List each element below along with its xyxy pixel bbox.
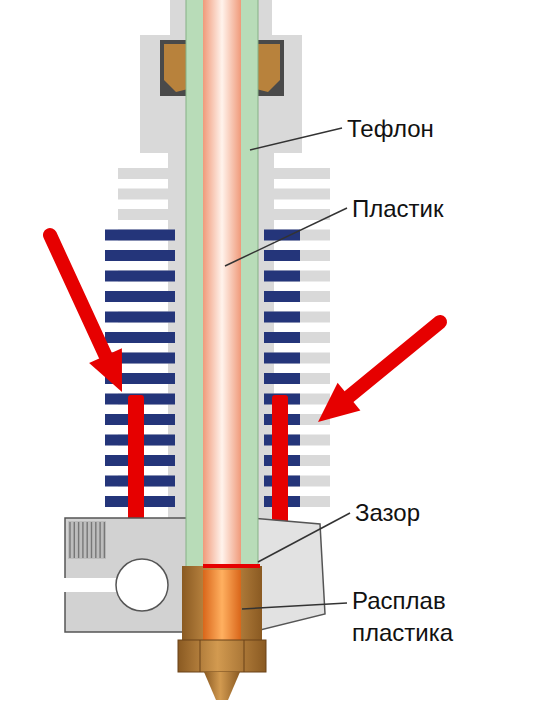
heatsink-fins-part bbox=[264, 332, 300, 343]
heatsink-fins-part bbox=[105, 250, 175, 261]
nozzle-part bbox=[178, 640, 266, 672]
heatsink-fins-part bbox=[105, 312, 175, 323]
screw-thread-part bbox=[78, 522, 79, 558]
heatsink-fins-part bbox=[264, 373, 300, 384]
screw-thread-part bbox=[104, 522, 105, 558]
leader-lines-part bbox=[250, 128, 342, 150]
part-label: Расплав пластика bbox=[352, 585, 502, 650]
screw-thread-part bbox=[99, 522, 100, 558]
red-arrows-part bbox=[89, 348, 122, 392]
screw-thread-part bbox=[82, 522, 83, 558]
nozzle-part bbox=[200, 640, 201, 672]
heatsink-fins-part bbox=[264, 353, 300, 364]
nozzle-part bbox=[204, 672, 240, 700]
teflon-tube-part bbox=[186, 0, 258, 568]
heatsink-fins-part bbox=[105, 230, 175, 241]
heatsink-fins-part bbox=[105, 271, 175, 282]
part-label: Пластик bbox=[352, 193, 532, 225]
screw-thread-part bbox=[86, 522, 87, 558]
screw-thread-part bbox=[74, 522, 75, 558]
nozzle-part bbox=[244, 640, 245, 672]
leader-lines-part bbox=[242, 603, 347, 609]
red-arrows-part bbox=[50, 235, 106, 356]
red-arrows-part bbox=[349, 322, 440, 397]
part-label: Тефлон bbox=[347, 113, 527, 145]
heatsink-fins-part bbox=[105, 332, 175, 343]
nozzle-part bbox=[203, 570, 241, 640]
leader-lines-part bbox=[225, 208, 347, 266]
nozzle-part bbox=[182, 566, 262, 642]
heatsink-fins-part bbox=[264, 250, 300, 261]
heatsink-fins-part bbox=[264, 312, 300, 323]
heatsink-fins-part bbox=[264, 291, 300, 302]
teflon-tube bbox=[186, 0, 258, 568]
heater-block-part bbox=[252, 518, 325, 632]
teflon-tube-part bbox=[203, 0, 241, 568]
part-label: Зазор bbox=[355, 497, 535, 529]
nozzle bbox=[178, 564, 266, 700]
heatsink-fins-part bbox=[105, 291, 175, 302]
leader-lines bbox=[225, 128, 350, 609]
heater-block-part bbox=[68, 521, 106, 559]
screw-thread-part bbox=[95, 522, 96, 558]
leader-lines-part bbox=[258, 513, 350, 562]
red-arrows bbox=[50, 235, 440, 422]
heater-rods-part bbox=[272, 395, 288, 523]
screw-thread bbox=[70, 522, 104, 558]
screw-thread-part bbox=[69, 522, 70, 558]
screw-thread-part bbox=[91, 522, 92, 558]
red-arrows-part bbox=[318, 383, 360, 422]
nozzle-part bbox=[203, 564, 260, 568]
heatsink-fins-part bbox=[264, 271, 300, 282]
heater-rods-part bbox=[128, 395, 144, 523]
heater-block-part bbox=[116, 559, 168, 611]
